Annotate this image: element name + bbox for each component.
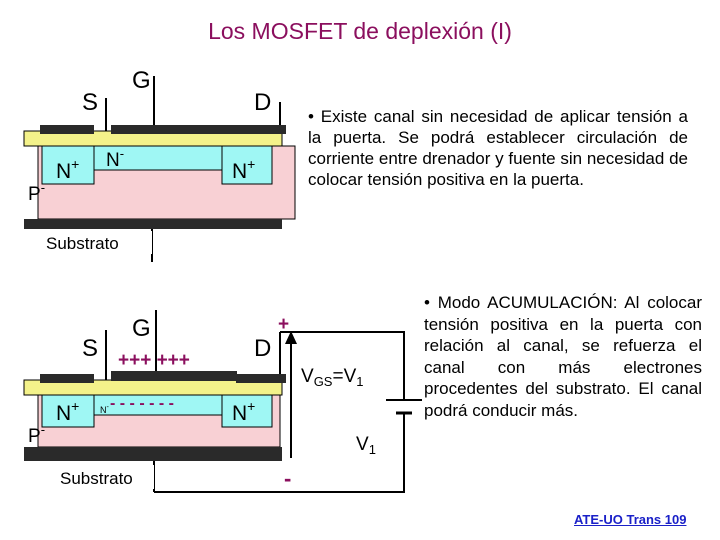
vgs-equation-label: VGS=V1	[301, 366, 364, 389]
slide-title: Los MOSFET de deplexión (I)	[208, 18, 512, 44]
drain-n-plus-label: N+	[232, 156, 255, 183]
mosfet-diagram-bottom: S G D +++ +++ - - - - - - - N+ N- N+ P- …	[23, 310, 422, 493]
source-label: S	[82, 335, 98, 362]
substrate-contact-metal	[24, 447, 282, 461]
gate-charges: +++ +++	[118, 350, 190, 371]
v1-label: V1	[356, 434, 376, 457]
description-paragraph-1: • Existe canal sin necesidad de aplicar …	[308, 107, 688, 189]
source-metal-contact	[40, 125, 94, 134]
gate-metal-contact	[111, 371, 237, 381]
source-n-plus-label: N+	[56, 156, 79, 183]
source-n-plus-label: N+	[56, 398, 79, 425]
description-paragraph-2: • Modo ACUMULACIÓN: Al colocar tensión p…	[424, 293, 702, 420]
channel-charges: - - - - - - -	[110, 395, 174, 412]
drain-metal-contact	[236, 125, 286, 134]
drain-label: D	[254, 89, 271, 116]
substrate-type-label: P-	[28, 422, 45, 447]
substrate-label: Substrato	[60, 469, 133, 488]
drain-label: D	[254, 335, 271, 362]
footer-reference-link[interactable]: ATE-UO Trans 109	[574, 512, 687, 527]
source-label: S	[82, 89, 98, 116]
battery-circuit-wire	[280, 331, 405, 400]
substrate-label-box	[56, 465, 154, 489]
gate-label: G	[132, 67, 151, 94]
gate-metal-contact	[111, 125, 237, 134]
gate-label: G	[132, 315, 151, 342]
drain-metal-contact	[236, 374, 286, 383]
mosfet-diagram-top: S G D N+ N- N+ P- Substrato	[23, 67, 296, 262]
drain-n-plus-region	[221, 145, 273, 185]
channel-n-minus-label: N-	[106, 146, 124, 171]
substrate-contact-metal	[24, 219, 282, 229]
substrate-label-box	[42, 231, 152, 254]
source-metal-contact	[40, 374, 94, 383]
substrate-type-label: P-	[28, 180, 45, 205]
channel-n-minus-label: N-	[100, 404, 110, 415]
vgs-arrow-head-icon	[285, 331, 297, 344]
vgs-minus-sign: -	[284, 466, 291, 491]
vgs-plus-sign: +	[278, 314, 289, 335]
n-minus-channel	[93, 145, 223, 171]
drain-n-plus-label: N+	[232, 398, 255, 425]
battery-return-wire	[154, 414, 405, 493]
substrate-label: Substrato	[46, 234, 119, 253]
